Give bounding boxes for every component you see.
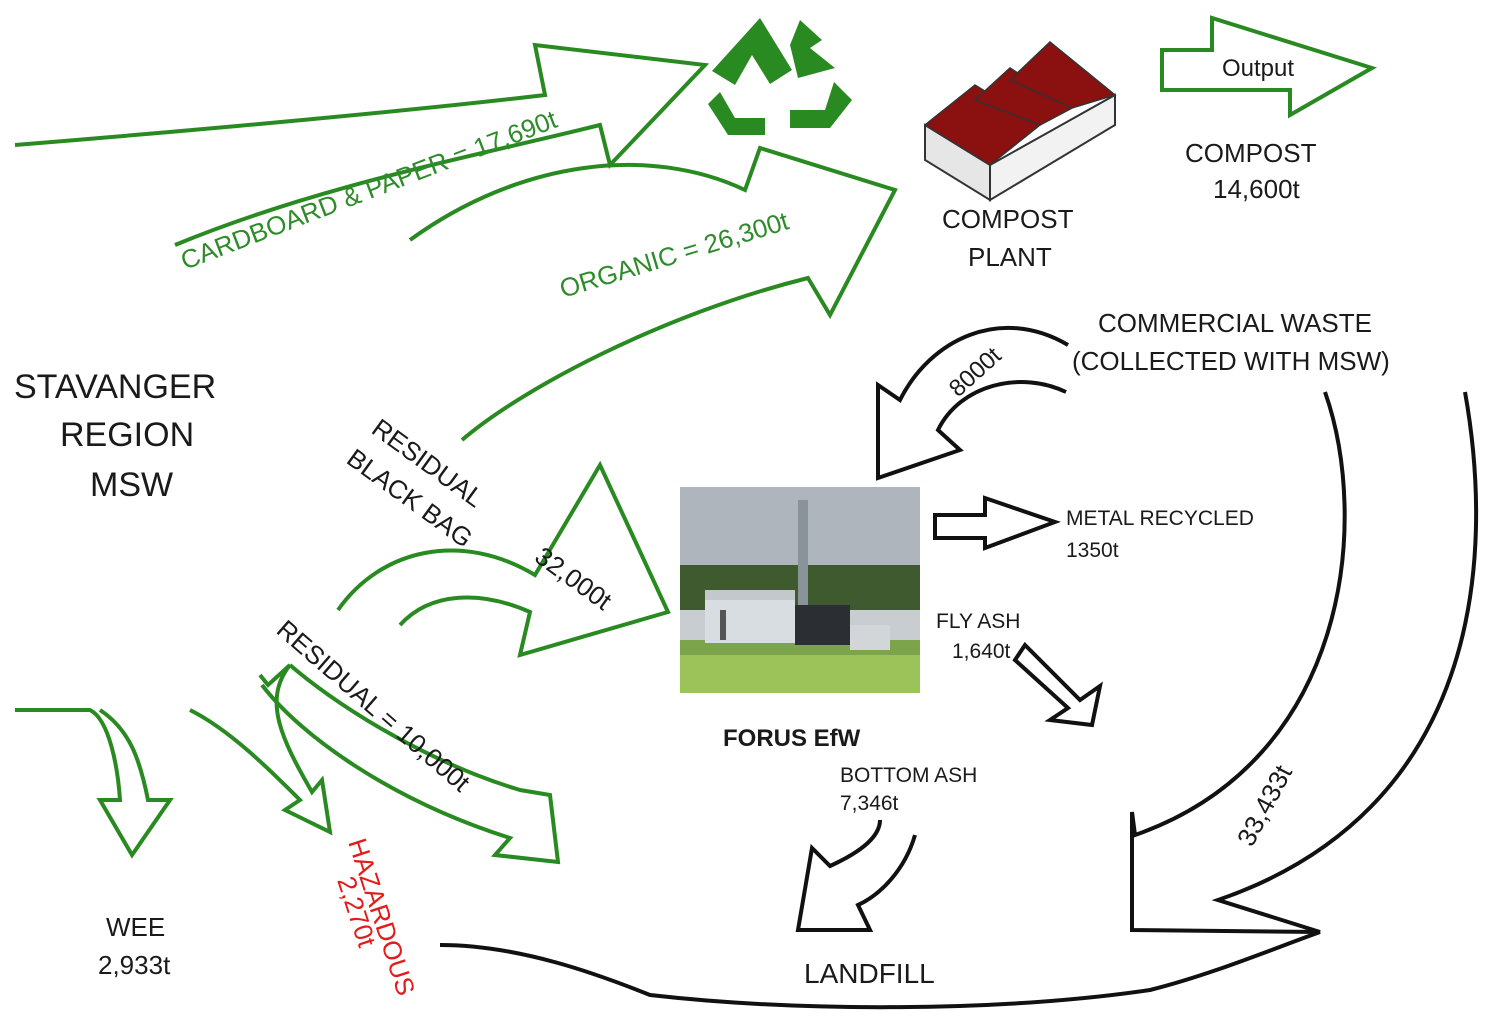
commercial-to-efw-arrow [876,326,1070,481]
residual-black-bag-amount: 32,000t [529,541,617,617]
fly-ash-label-line2: 1,640t [952,640,1011,663]
efw-label: FORUS EfW [723,725,861,752]
compost-plant-label-line2: PLANT [968,242,1052,272]
commercial-to-landfill-arrow [1130,391,1479,934]
compost-output-line2: 14,600t [1213,174,1301,204]
compost-plant-icon [923,41,1117,202]
source-label-line2: REGION [60,416,194,454]
organic-label: ORGANIC = 26,300t [556,205,793,303]
metal-label-line2: 1350t [1066,539,1119,562]
wee-label-line1: WEE [106,912,165,942]
efw-plant-photo [680,487,920,693]
residual-landfill-arrow [260,663,561,865]
compost-plant-label-line1: COMPOST [942,204,1074,234]
hazardous-arrow [189,663,333,836]
compost-output-line1: COMPOST [1185,138,1317,168]
source-label-line3: MSW [90,466,173,504]
landfill-pit [439,930,1321,1010]
commercial-label-line2: (COLLECTED WITH MSW) [1072,346,1390,376]
landfill-label: LANDFILL [804,958,935,989]
cardboard-paper-arrow [14,42,710,247]
residual-lower-arrow [15,708,174,859]
organic-arrow [408,145,898,442]
commercial-label-line1: COMMERCIAL WASTE [1098,308,1372,338]
bottom-ash-label-line1: BOTTOM ASH [840,764,977,787]
wee-label-line2: 2,933t [98,950,171,980]
fly-ash-arrow [1012,641,1103,728]
metal-arrow [933,495,1061,551]
residual-black-bag-arrow [336,460,671,658]
output-arrow [1160,15,1377,119]
bottom-ash-arrow [795,819,917,932]
output-label: Output [1222,55,1294,82]
metal-label-line1: METAL RECYCLED [1066,507,1254,530]
recycle-icon [708,18,852,135]
fly-ash-label-line1: FLY ASH [936,610,1020,633]
bottom-ash-label-line2: 7,346t [840,792,899,815]
source-label-line1: STAVANGER [14,368,216,406]
